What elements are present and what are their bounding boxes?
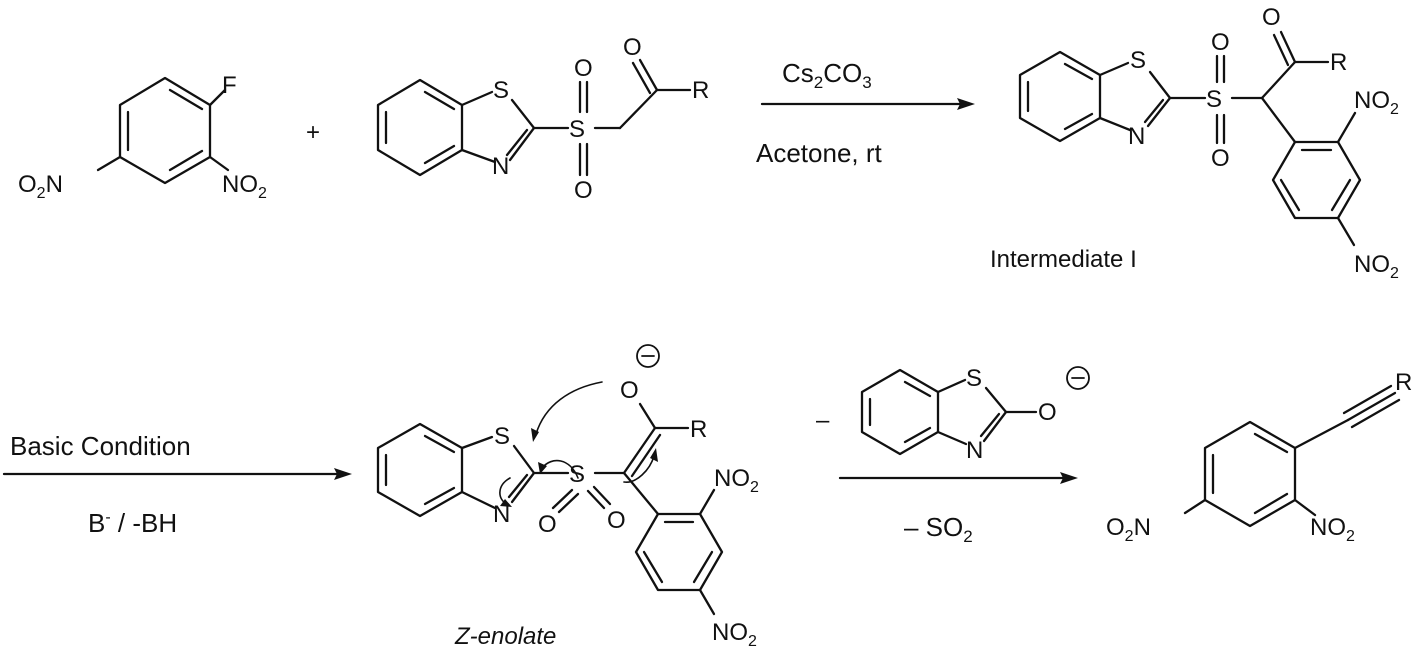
step3-so2-loss: – SO2 xyxy=(904,512,973,546)
intermediate-label: Intermediate I xyxy=(990,246,1137,273)
sulfonyl-s-label: S xyxy=(569,116,585,143)
ketone-o-label: O xyxy=(623,34,642,61)
reactant-fluorodinitrobenzene: F NO2 O2N xyxy=(18,72,267,202)
byproduct-benzothiazolate: S N O xyxy=(860,365,1090,464)
thiazole-s-label: S xyxy=(493,77,509,104)
enol-sulfonyl-o-left: O xyxy=(538,511,557,538)
step1-reagent: Cs2CO3 xyxy=(782,58,872,92)
int-ketone-o: O xyxy=(1262,4,1281,31)
bp-olate-o: O xyxy=(1038,399,1057,426)
z-enolate: S N S O O O R NO2 NO2 xyxy=(376,344,759,650)
enolate-label: Z-enolate xyxy=(454,623,556,650)
int-sulfonyl-o-bottom: O xyxy=(1211,145,1230,172)
step2-base: B- / -BH xyxy=(88,508,177,538)
plus-sign: + xyxy=(306,119,320,146)
thiazole-n-label: N xyxy=(492,153,509,180)
bp-thiazole-n: N xyxy=(966,437,983,464)
enol-thiazole-s: S xyxy=(494,423,510,450)
product-alkyne: R NO2 O2N xyxy=(1106,369,1412,545)
enolate-o-label: O xyxy=(620,377,639,404)
bp-thiazole-s: S xyxy=(966,365,982,392)
arrow-step2: Basic Condition B- / -BH xyxy=(2,431,352,538)
product-nitro-2: NO2 xyxy=(1310,514,1355,545)
reactant-bt-sulfone: S N S O O O R xyxy=(376,34,709,204)
int-sulfonyl-s: S xyxy=(1206,86,1222,113)
arrow-step1: Cs2CO3 Acetone, rt xyxy=(756,58,975,168)
int-nitro-2: NO2 xyxy=(1354,87,1399,118)
sulfonyl-o-bottom: O xyxy=(574,177,593,204)
sulfonyl-o-top: O xyxy=(574,55,593,82)
arrow-step3: – – SO2 xyxy=(816,407,1078,546)
enol-sulfonyl-o-right: O xyxy=(607,507,626,534)
int-thiazole-n: N xyxy=(1128,123,1145,150)
r-group-label: R xyxy=(692,77,709,104)
product-nitro-4: O2N xyxy=(1106,514,1151,545)
step1-solvent: Acetone, rt xyxy=(756,138,883,168)
byproduct-minus: – xyxy=(816,407,830,434)
enol-nitro-2: NO2 xyxy=(714,465,759,496)
int-nitro-4: NO2 xyxy=(1354,251,1399,282)
intermediate-i: S N S O O O R NO2 NO2 Intermediate I xyxy=(990,4,1399,282)
int-r-group: R xyxy=(1330,49,1347,76)
olate-charge-icon xyxy=(1066,366,1090,390)
fluoro-label: F xyxy=(222,72,237,99)
nitro-label-2: NO2 xyxy=(222,171,267,202)
int-thiazole-s: S xyxy=(1130,47,1146,74)
enol-r-group: R xyxy=(690,416,707,443)
nitro-label-4: O2N xyxy=(18,171,63,202)
enol-nitro-4: NO2 xyxy=(712,619,757,650)
int-sulfonyl-o-top: O xyxy=(1211,29,1230,56)
enolate-charge-icon xyxy=(636,344,660,368)
enol-thiazole-n: N xyxy=(493,501,510,528)
step2-condition: Basic Condition xyxy=(10,431,191,461)
product-r-group: R xyxy=(1395,369,1412,396)
